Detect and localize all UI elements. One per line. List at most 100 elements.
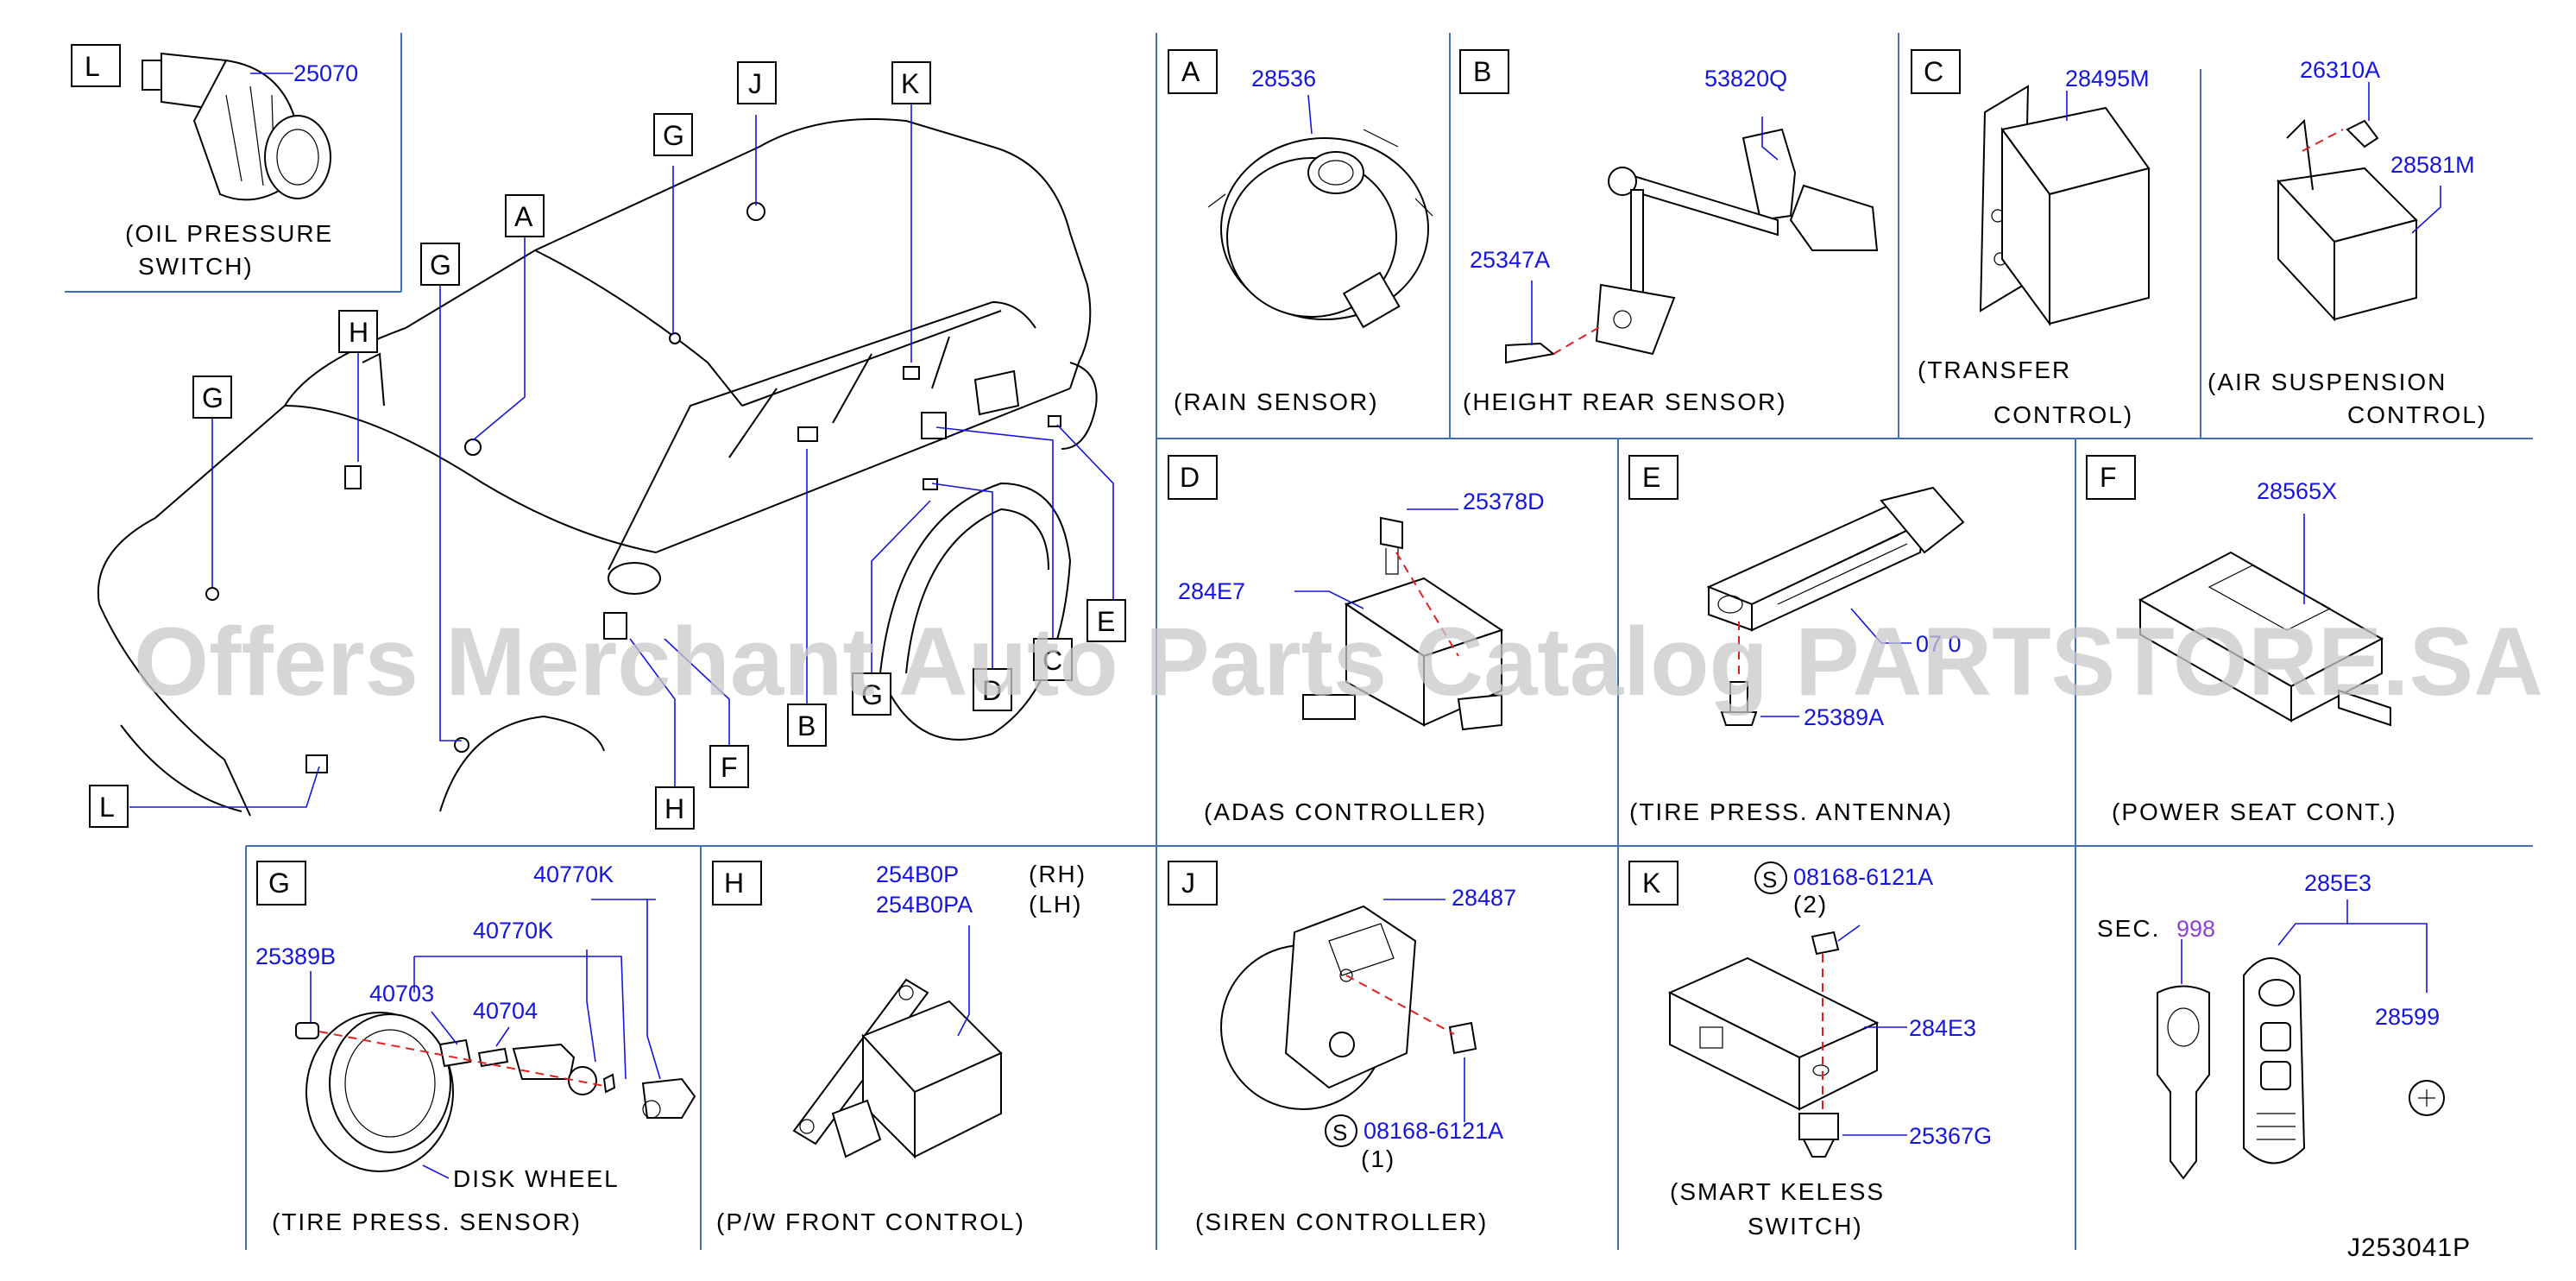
part-number-28581m[interactable]: 28581M (2390, 152, 2475, 178)
panel-name-pw-front: (P/W FRONT CONTROL) (716, 1208, 1025, 1235)
key-letter-k: K (1642, 868, 1660, 899)
vehicle-key-14[interactable]: C (1042, 645, 1062, 676)
part-number-25378d[interactable]: 25378D (1463, 489, 1545, 514)
part-number-25070[interactable]: 25070 (293, 60, 358, 86)
panel-name-adas: (ADAS CONTROLLER) (1204, 798, 1487, 825)
panel-name-transfer-1: (TRANSFER (1918, 357, 2071, 383)
smart-switch-drawing (1667, 931, 1880, 1158)
part-number-40770k-b[interactable]: 40770K (473, 918, 553, 943)
panel-siren-controller: J 28487 S 08168-6121A (1) (SIREN CONTROL… (1168, 861, 1516, 1235)
panel-name-height-rear-sensor: (HEIGHT REAR SENSOR) (1463, 388, 1787, 415)
vehicle-key-12[interactable]: G (861, 679, 883, 710)
adas-controller-drawing (1302, 516, 1504, 731)
panel-name-transfer-2: CONTROL) (1993, 401, 2133, 428)
key-fob-drawing (2157, 957, 2445, 1180)
part-number-53820q[interactable]: 53820Q (1704, 66, 1787, 92)
vehicle-key-5[interactable]: G (663, 120, 684, 151)
part-number-28487[interactable]: 28487 (1452, 885, 1516, 911)
leader-lines (129, 104, 1114, 808)
panel-name-air-suspension-2: CONTROL) (2347, 401, 2487, 428)
part-number-28599[interactable]: 28599 (2375, 1004, 2440, 1030)
part-number-28536[interactable]: 28536 (1251, 66, 1316, 92)
part-number-40770k-a[interactable]: 40770K (533, 861, 614, 887)
panel-dividers (65, 33, 2533, 1250)
panel-rain-sensor: A 28536 (RAIN SENSOR) (1168, 49, 1433, 415)
part-number-25367g[interactable]: 25367G (1909, 1123, 1992, 1149)
panel-name-oil-pressure-2: SWITCH) (138, 253, 254, 280)
label-sec: SEC. (2097, 915, 2160, 942)
part-number-284e3[interactable]: 284E3 (1909, 1015, 1976, 1041)
panel-tire-press-antenna: E 07 0 25389A (TIRE PRESS. ANTENNA) (1628, 455, 1965, 825)
key-letter-c: C (1924, 56, 1943, 87)
part-number-28565x[interactable]: 28565X (2257, 478, 2337, 504)
panel-name-siren: (SIREN CONTROLLER) (1195, 1208, 1488, 1235)
panel-power-seat: F 28565X (POWER SEAT CONT.) (2086, 455, 2397, 825)
part-number-25389b[interactable]: 25389B (255, 943, 336, 969)
panel-name-oil-pressure-1: (OIL PRESSURE (125, 220, 333, 247)
part-number-25347a[interactable]: 25347A (1470, 247, 1550, 273)
side-lh: (LH) (1029, 891, 1082, 918)
part-number-254b0pa[interactable]: 254B0PA (876, 892, 973, 918)
rain-sensor-drawing (1207, 129, 1433, 329)
part-number-25389a[interactable]: 25389A (1804, 704, 1884, 730)
key-letter-h: H (724, 868, 744, 899)
vehicle-key-15[interactable]: E (1097, 606, 1115, 637)
tire-antenna-drawing (1706, 486, 1965, 726)
watermark-text: Offers Merchant Auto Parts Catalog PARTS… (134, 608, 2543, 716)
panel-adas-controller: D 25378D 284E7 (ADAS CONTROLLER) (1168, 455, 1545, 825)
vehicle-key-7[interactable]: K (901, 68, 919, 99)
power-seat-drawing (2138, 551, 2391, 727)
vehicle-key-9[interactable]: H (664, 793, 684, 824)
panel-name-smart-switch-2: SWITCH) (1748, 1213, 1863, 1240)
siren-controller-drawing (1220, 905, 1477, 1110)
vehicle-body-drawing (97, 118, 1098, 817)
vehicle-key-1[interactable]: G (202, 382, 224, 413)
key-letter-g: G (268, 868, 290, 899)
pw-control-drawing (792, 978, 1003, 1159)
transfer-control-drawing (1979, 85, 2151, 327)
part-number-254b0p[interactable]: 254B0P (876, 861, 959, 887)
sensor-markers (205, 202, 1061, 773)
screw-symbol-k: S (1762, 867, 1777, 893)
qty-k: (2) (1793, 891, 1828, 918)
tire-sensor-drawing (295, 1012, 696, 1172)
panel-name-tire-sensor: (TIRE PRESS. SENSOR) (272, 1208, 582, 1235)
part-number-08168-6121a-j[interactable]: 08168-6121A (1364, 1118, 1503, 1144)
height-sensor-drawing (1595, 128, 1879, 356)
screw-symbol-j: S (1332, 1120, 1347, 1145)
panel-name-tire-antenna: (TIRE PRESS. ANTENNA) (1629, 798, 1953, 825)
part-number-285e3[interactable]: 285E3 (2304, 870, 2371, 896)
vehicle-key-8[interactable]: L (99, 792, 115, 823)
key-letter-e: E (1642, 462, 1660, 493)
vehicle-key-6[interactable]: J (748, 68, 762, 99)
part-number-26310a[interactable]: 26310A (2300, 57, 2380, 83)
side-rh: (RH) (1029, 861, 1086, 887)
panel-name-smart-switch-1: (SMART KELESS (1670, 1178, 1885, 1205)
vehicle-key-2[interactable]: A (514, 201, 533, 232)
part-number-08168-6121a-k[interactable]: 08168-6121A (1793, 864, 1933, 890)
qty-j: (1) (1361, 1145, 1395, 1172)
vehicle-key-10[interactable]: F (721, 752, 738, 783)
label-disk-wheel: DISK WHEEL (453, 1165, 620, 1192)
panel-transfer-control: C 28495M (TRANSFER CONTROL) 26310A 28581… (1911, 49, 2487, 428)
vehicle-key-13[interactable]: D (982, 675, 1002, 706)
key-letter-f: F (2100, 462, 2117, 493)
panel-tire-press-sensor: G 40770K 40770K 25389B 40703 40704 (255, 861, 696, 1235)
panel-height-rear-sensor: B 53820Q 25347A (HEIGHT REAR SENSOR) (1459, 49, 1879, 415)
vehicle-key-3[interactable]: H (349, 317, 368, 348)
part-number-07-0[interactable]: 07 0 (1916, 631, 1962, 657)
oil-pressure-switch-drawing (142, 52, 331, 201)
air-suspension-drawing (2276, 118, 2418, 322)
panel-name-power-seat: (POWER SEAT CONT.) (2112, 798, 2397, 825)
section-ref-998[interactable]: 998 (2176, 916, 2215, 942)
part-number-284e7[interactable]: 284E7 (1178, 578, 1245, 604)
panel-oil-pressure-switch: L 25070 (OIL PRESSURE SWITCH) (71, 44, 358, 280)
key-box-l (71, 44, 121, 87)
part-number-40704[interactable]: 40704 (473, 998, 538, 1024)
key-letter-l: L (85, 51, 100, 82)
part-number-40703[interactable]: 40703 (369, 981, 434, 1006)
vehicle-key-11[interactable]: B (797, 710, 816, 741)
vehicle-key-4[interactable]: G (430, 249, 451, 281)
part-number-28495m[interactable]: 28495M (2065, 66, 2150, 92)
